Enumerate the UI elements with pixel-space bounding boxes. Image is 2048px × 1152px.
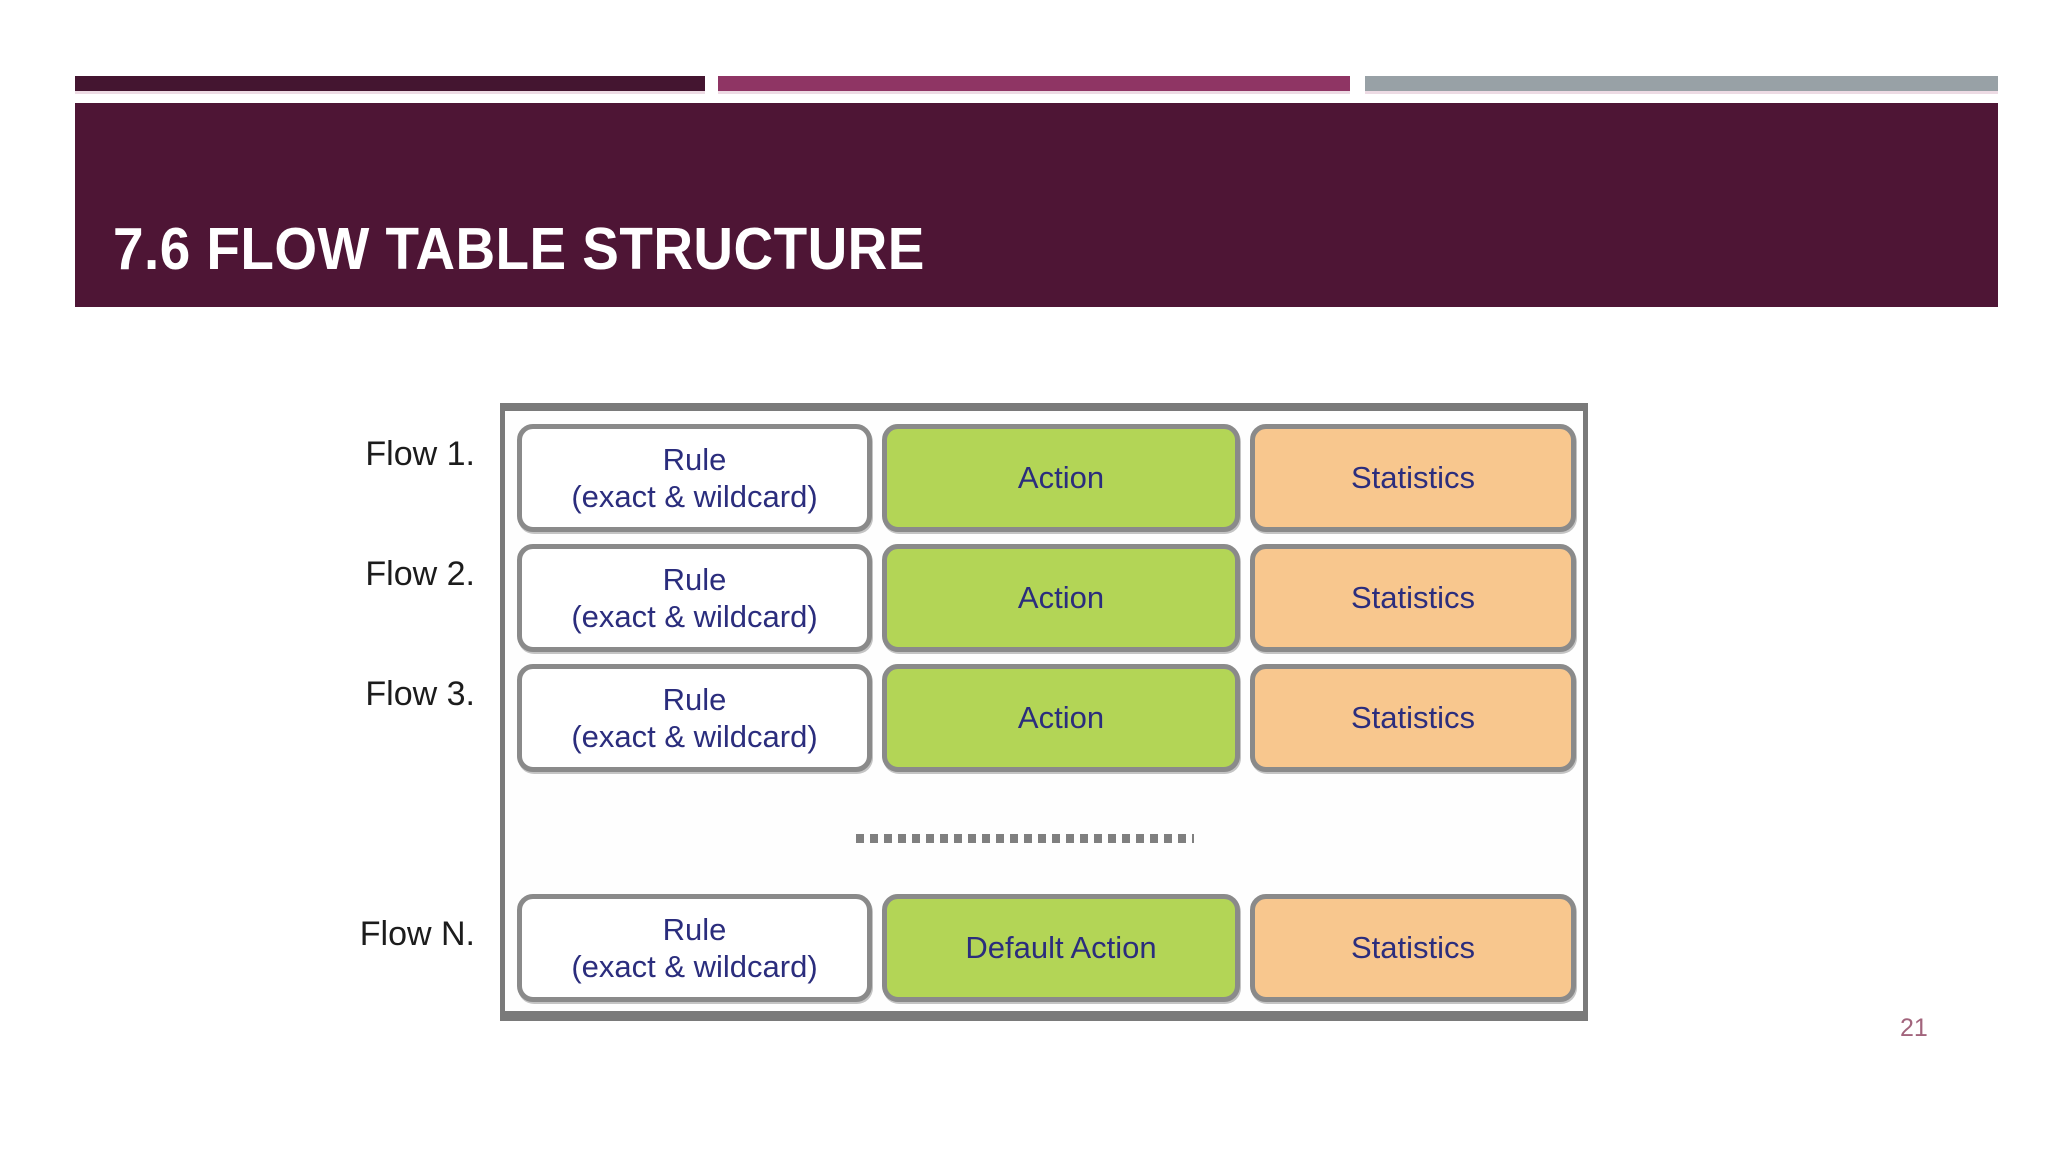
- accent-bar-magenta: [718, 76, 1350, 91]
- rule-box: Rule (exact & wildcard): [517, 544, 872, 652]
- statistics-box: Statistics: [1250, 544, 1576, 652]
- statistics-box-label: Statistics: [1350, 700, 1476, 736]
- rule-box-subtitle: (exact & wildcard): [571, 719, 818, 754]
- rule-box-title: Rule: [662, 441, 727, 477]
- statistics-box-label: Statistics: [1350, 580, 1476, 616]
- action-box-label: Action: [1017, 700, 1105, 736]
- default-action-box-label: Default Action: [965, 930, 1157, 966]
- action-box-label: Action: [1017, 460, 1105, 496]
- action-box: Action: [882, 544, 1240, 652]
- title-banner: 7.6 FLOW TABLE STRUCTURE: [75, 103, 1998, 307]
- rule-box-title: Rule: [662, 911, 727, 947]
- statistics-box: Statistics: [1250, 894, 1576, 1002]
- statistics-box-label: Statistics: [1350, 930, 1476, 966]
- flow-row-label-2: Flow 2.: [365, 555, 475, 593]
- rule-box-subtitle: (exact & wildcard): [571, 599, 818, 634]
- action-box: Action: [882, 664, 1240, 772]
- default-action-box: Default Action: [882, 894, 1240, 1002]
- statistics-box: Statistics: [1250, 424, 1576, 532]
- statistics-box-label: Statistics: [1350, 460, 1476, 496]
- action-box-label: Action: [1017, 580, 1105, 616]
- rule-box: Rule (exact & wildcard): [517, 424, 872, 532]
- rule-box-title: Rule: [662, 561, 727, 597]
- accent-bar-gray: [1365, 76, 1998, 91]
- flow-row-label-n: Flow N.: [359, 915, 475, 953]
- rule-box: Rule (exact & wildcard): [517, 664, 872, 772]
- action-box: Action: [882, 424, 1240, 532]
- rule-box-subtitle: (exact & wildcard): [571, 479, 818, 514]
- slide-title: 7.6 FLOW TABLE STRUCTURE: [113, 216, 925, 282]
- rule-box-subtitle: (exact & wildcard): [571, 949, 818, 984]
- statistics-box: Statistics: [1250, 664, 1576, 772]
- ellipsis-dots: [856, 834, 1194, 843]
- page-number: 21: [1900, 1014, 1928, 1042]
- rule-box-title: Rule: [662, 681, 727, 717]
- flow-row-label-3: Flow 3.: [365, 675, 475, 713]
- rule-box: Rule (exact & wildcard): [517, 894, 872, 1002]
- flow-row-label-1: Flow 1.: [365, 435, 475, 473]
- flow-table-diagram: Rule (exact & wildcard) Action Statistic…: [500, 403, 1588, 1021]
- accent-bar-dark: [75, 76, 705, 91]
